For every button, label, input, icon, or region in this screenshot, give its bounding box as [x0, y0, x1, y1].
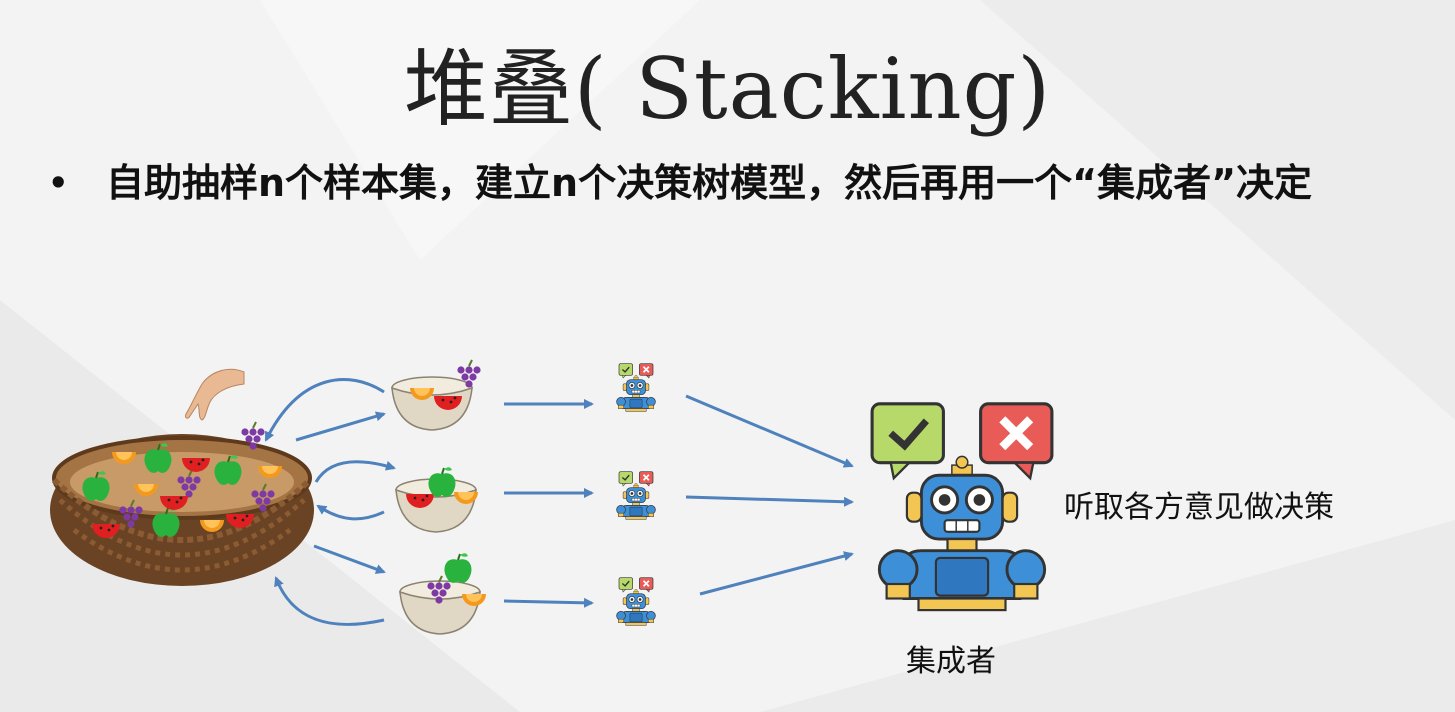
slide-title: 堆叠( Stacking): [403, 40, 1052, 138]
robot-icon: [616, 576, 656, 626]
bowl-icon: [395, 466, 478, 533]
hand-icon: [185, 368, 245, 421]
robot-icon: [616, 470, 656, 520]
training-arrows: [503, 399, 594, 608]
check-icon: [870, 402, 945, 481]
basket-icon: [50, 421, 314, 586]
integrator-caption: 集成者: [906, 644, 996, 679]
bowl-icon: [391, 359, 482, 431]
decision-caption: 听取各方意见做决策: [1064, 490, 1334, 525]
voting-arrows: [685, 394, 854, 596]
bullet-dot: •: [48, 164, 69, 202]
bullet-text: 自助抽样n个样本集，建立n个决策树模型，然后再用一个“集成者”决定: [106, 161, 1313, 205]
bowl-icon: [399, 552, 486, 635]
sampling-arrows: [264, 378, 396, 626]
robot-icon: [877, 454, 1047, 612]
robot-icon: [616, 362, 656, 412]
bullet-point: • 自助抽样n个样本集，建立n个决策树模型，然后再用一个“集成者”决定: [48, 162, 1368, 204]
cross-icon: [979, 402, 1054, 481]
